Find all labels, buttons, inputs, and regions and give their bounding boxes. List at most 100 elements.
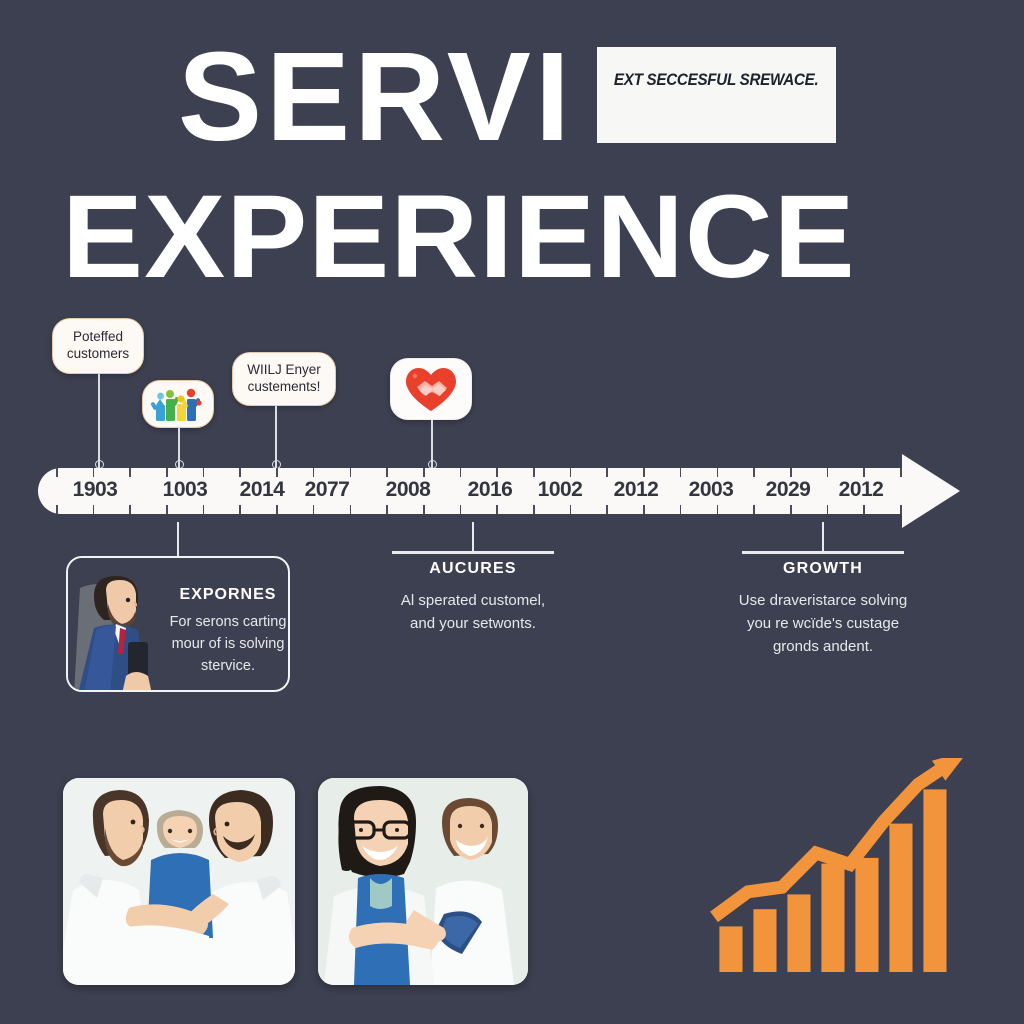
timeline-tick — [753, 505, 755, 514]
timeline-tick — [643, 505, 645, 514]
section-body-line: stervice. — [201, 657, 255, 674]
chart-bar-4 — [855, 857, 879, 972]
timeline-tick — [606, 505, 609, 514]
timeline-year-2[interactable]: 2014 — [239, 478, 285, 501]
timeline-tick — [569, 468, 572, 477]
section-body-aucures: Al sperated customel, and your setwonts. — [358, 590, 588, 636]
section-body-line: you re wcïde's custage — [746, 614, 900, 632]
page-title-line2: EXPERIENCE — [62, 171, 856, 303]
timeline-tick — [459, 505, 462, 514]
growth-bar-chart — [700, 750, 969, 993]
callout-bubble-will-enyer[interactable]: WIILJ Enyer custements! — [232, 352, 336, 406]
timeline-tick — [276, 505, 278, 514]
timeline-tick — [202, 505, 205, 514]
timeline-year-0[interactable]: 1903 — [72, 478, 118, 501]
timeline-tick — [900, 505, 902, 514]
chart-trend-arrow — [710, 756, 956, 923]
timeline-tick — [202, 468, 205, 477]
timeline-tick — [863, 468, 865, 477]
timeline-year-5[interactable]: 2016 — [467, 478, 513, 501]
section-body-growth: Use draveristarce solving you re wcïde's… — [698, 590, 948, 658]
section-heading-expornes: EXPORNES — [179, 586, 277, 603]
timeline-tick — [679, 468, 682, 477]
timeline-tick — [312, 468, 315, 477]
timeline-tick — [92, 505, 95, 514]
bubble-line-1: WIILJ Enyer — [247, 362, 321, 378]
timeline-tick — [92, 468, 95, 477]
timeline-year-10[interactable]: 2012 — [838, 478, 884, 501]
bubble-line-2: custements! — [247, 379, 321, 394]
section-stem-aucures — [472, 522, 474, 552]
section-stem-expornes — [177, 522, 179, 556]
timeline-tick — [386, 468, 388, 477]
celebrating-people-icon — [150, 388, 202, 421]
timeline-tick — [239, 505, 242, 514]
chart-bar-5 — [889, 823, 913, 972]
section-heading-growth: GROWTH — [782, 560, 864, 577]
timeline-tick — [533, 468, 535, 477]
timeline-arrow-icon — [902, 454, 960, 528]
chart-bar-0 — [719, 926, 743, 972]
timeline-tick — [606, 468, 609, 477]
timeline-year-8[interactable]: 2003 — [688, 478, 734, 501]
timeline-year-3[interactable]: 2077 — [304, 478, 350, 501]
tagline-box: EXT SECCESFUL SREWACE. — [597, 47, 836, 143]
timeline-tick — [789, 468, 792, 477]
timeline-tick — [643, 468, 645, 477]
timeline-tick — [166, 505, 168, 514]
section-body-line: gronds andent. — [772, 637, 874, 655]
callout-bubble-heart-handshake[interactable] — [390, 358, 472, 420]
timeline-tick — [129, 468, 131, 477]
timeline-tick — [496, 468, 498, 477]
chart-bar-6 — [923, 789, 947, 972]
illustration-man-in-suit — [68, 558, 176, 690]
timeline-tick — [533, 505, 535, 514]
callout-bubble-poteffed-customers[interactable]: Poteffed customers — [52, 318, 144, 374]
bubble-stem-will-enyer — [272, 406, 281, 469]
photo-two-women-with-tablet[interactable] — [318, 778, 528, 985]
section-body-line: For serons carting — [169, 614, 287, 630]
timeline-tick — [459, 468, 462, 477]
timeline-tick — [569, 505, 572, 514]
tagline-text: EXT SECCESFUL SREWACE. — [614, 71, 819, 89]
chart-bar-3 — [821, 863, 845, 972]
chart-bar-1 — [753, 909, 777, 972]
section-body-line: Use draveristarce solving — [738, 592, 908, 609]
heart-handshake-icon — [406, 368, 456, 411]
section-rule-aucures — [392, 551, 554, 554]
timeline-bar — [38, 468, 918, 514]
timeline-tick — [496, 505, 498, 514]
timeline-tick — [239, 468, 242, 477]
chart-arrowhead-icon — [932, 750, 969, 781]
section-body-line: Al sperated customel, — [400, 592, 546, 609]
timeline-tick — [349, 468, 352, 477]
timeline-year-9[interactable]: 2029 — [765, 478, 811, 501]
timeline-tick — [789, 505, 792, 514]
timeline-year-4[interactable]: 2008 — [385, 478, 431, 501]
photo-two-men-with-child[interactable] — [63, 778, 295, 985]
section-rule-growth — [742, 551, 904, 554]
timeline-tick — [826, 505, 829, 514]
timeline-tick — [386, 505, 388, 514]
timeline-tick — [56, 468, 58, 477]
bubble-line-2: customers — [66, 346, 130, 361]
timeline-year-7[interactable]: 2012 — [613, 478, 659, 501]
timeline-tick — [312, 505, 315, 514]
section-text-expornes: EXPORNES For serons carting mour of is s… — [163, 586, 288, 677]
timeline-tick — [422, 468, 425, 477]
timeline-tick — [716, 468, 719, 477]
timeline-year-6[interactable]: 1002 — [537, 478, 583, 501]
timeline-tick — [129, 505, 131, 514]
timeline-tick — [753, 468, 755, 477]
callout-bubble-celebration[interactable] — [142, 380, 214, 428]
section-body-line: mour of is solving — [171, 635, 285, 652]
timeline-tick — [422, 505, 425, 514]
timeline-year-1[interactable]: 1003 — [162, 478, 208, 501]
timeline-tick — [166, 468, 168, 477]
timeline: 1903 1003 2014 2077 2008 2016 1002 2012 2003 2029… — [38, 454, 988, 528]
page-title-line1: SERVI — [178, 26, 574, 167]
bar-chart-svg — [710, 750, 969, 972]
timeline-tick — [863, 505, 865, 514]
section-card-expornes[interactable]: EXPORNES For serons carting mour of is s… — [66, 556, 290, 692]
